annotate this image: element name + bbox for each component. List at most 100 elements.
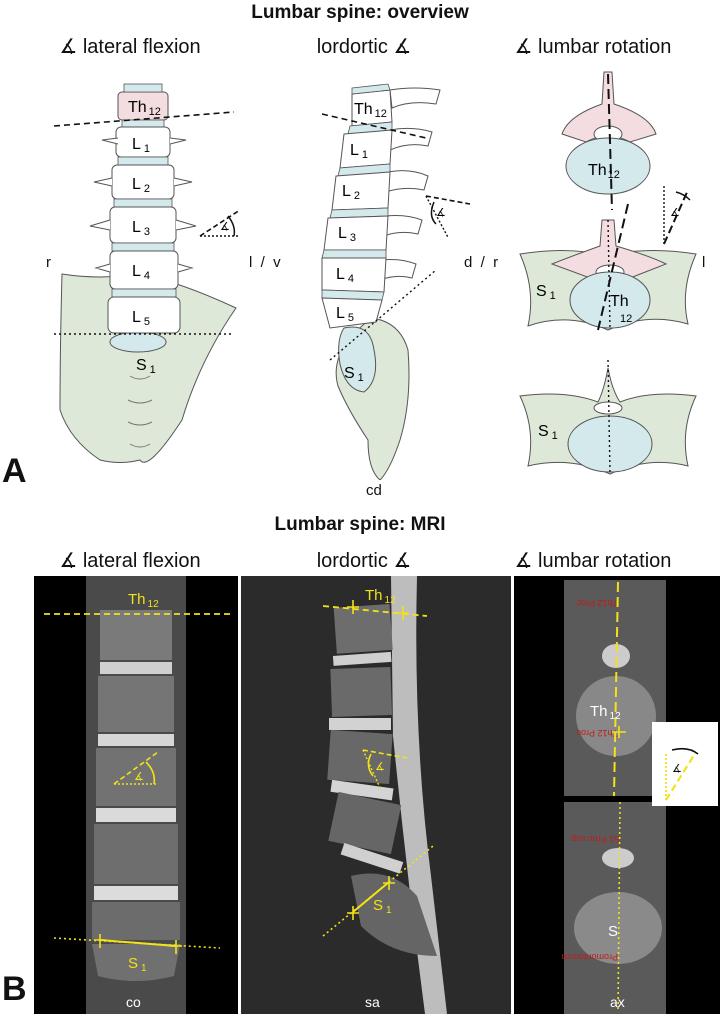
sacral-body xyxy=(338,326,377,393)
mri-s1-axis xyxy=(617,801,621,1013)
sagittal-disc xyxy=(332,651,392,666)
disc-l3-l4 xyxy=(111,242,175,252)
label-th12-middle: Th xyxy=(610,293,629,310)
sacral-body-top xyxy=(109,331,167,353)
spinous-processes xyxy=(379,87,441,281)
axial-top-canal xyxy=(602,644,630,668)
side-label-left-ventral: l / v xyxy=(249,254,281,271)
th12-reference-line xyxy=(53,111,235,127)
side-label-caudal: cd xyxy=(366,482,382,499)
mri-s1-marker-left xyxy=(347,906,359,920)
side-label-dorsal-right: d / r xyxy=(464,254,499,271)
mri-s1-solid-line xyxy=(99,939,177,947)
disc-top xyxy=(351,83,391,95)
rotation-axis-top xyxy=(607,73,613,211)
s1-body-bottom xyxy=(567,415,653,473)
angle-arc xyxy=(430,201,437,225)
s1-reference-line xyxy=(329,269,437,361)
coronal-vertebra xyxy=(98,676,174,732)
spinal-canal-bottom xyxy=(593,401,623,415)
label-th12-top: Th12 xyxy=(588,162,620,181)
sagittal-vertebra xyxy=(327,729,393,785)
angle-dashed-arm xyxy=(663,189,689,245)
sagittal-spinal-canal xyxy=(391,576,447,1014)
coronal-disc xyxy=(100,662,172,674)
th12-axis-middle xyxy=(597,203,629,331)
mri-axial-image: Th12 Proc Th12 Proc S1 Proc sup Promonto… xyxy=(514,576,720,1014)
scan-text-top-lower: Th12 Proc xyxy=(576,728,618,738)
scan-text-bottom-lower: Promontorium xyxy=(561,952,618,962)
angle-symbol: ∡ xyxy=(436,207,446,219)
sagittal-vertebra xyxy=(330,666,393,718)
th12-reference-line xyxy=(321,113,427,139)
coronal-vertebra xyxy=(100,610,172,660)
sagittal-sacrum xyxy=(351,873,437,956)
mri-view-label-sagittal: sa xyxy=(365,994,380,1010)
mri-rotation-angle-symbol: ∡ xyxy=(672,763,682,775)
angle-symbol: ∡ xyxy=(220,221,230,233)
mri-axial-overlay: Th12 Proc Th12 Proc S1 Proc sup Promonto… xyxy=(561,580,666,1014)
mri-s1-solid-line xyxy=(352,881,390,913)
th12-body-top xyxy=(565,137,651,195)
label-th12-sub-middle: 12 xyxy=(620,313,632,325)
mri-th12-axis xyxy=(613,581,619,797)
sagittal-disc xyxy=(329,718,391,730)
mri-angle-symbol: ∡ xyxy=(134,771,144,783)
side-label-left: l xyxy=(702,254,706,271)
transverse-processes xyxy=(89,137,197,273)
coronal-disc xyxy=(98,734,174,746)
s1-axis-bottom xyxy=(607,359,611,475)
angle-arc xyxy=(227,215,236,237)
mri-th12-marker-left xyxy=(347,600,359,614)
overview-title: Lumbar spine: overview xyxy=(251,2,469,23)
coronal-vertebra xyxy=(94,824,178,884)
s1-axis-middle xyxy=(607,219,611,331)
angle-arc xyxy=(675,191,691,201)
col-title-lordotic: lordortic ∡ xyxy=(316,36,412,58)
coronal-sacrum xyxy=(92,944,180,981)
axial-bottom-canal xyxy=(602,848,634,868)
disc-top xyxy=(123,83,163,93)
disc-l4-l5 xyxy=(111,288,177,298)
mri-s1-marker-right xyxy=(383,876,395,890)
sagittal-vertebra xyxy=(328,791,402,855)
mri-angle-dashed-arm xyxy=(113,751,159,785)
mri-title: Lumbar spine: MRI xyxy=(274,514,446,535)
coronal-vertebra xyxy=(96,748,176,806)
axial-top-body xyxy=(576,676,656,756)
mri-col-title-lumbar-rotation: ∡ lumbar rotation xyxy=(514,550,672,572)
vertebra-l5 xyxy=(321,297,383,329)
coronal-vertebra xyxy=(92,902,180,940)
side-label-right: r xyxy=(46,254,51,271)
disc-l3-l4 xyxy=(321,249,387,259)
angle-dashed-arm xyxy=(425,195,471,205)
mri-label-s: S xyxy=(608,923,618,940)
vertebra-l2 xyxy=(331,171,391,211)
mri-col-title-lateral-flexion: ∡ lateral flexion xyxy=(59,550,201,572)
sagittal-disc xyxy=(340,843,404,874)
coronal-disc xyxy=(94,886,178,900)
mri-view-label-coronal: co xyxy=(126,994,141,1010)
col-title-lateral-flexion: ∡ lateral flexion xyxy=(59,36,201,58)
disc-l1-l2 xyxy=(117,156,169,166)
